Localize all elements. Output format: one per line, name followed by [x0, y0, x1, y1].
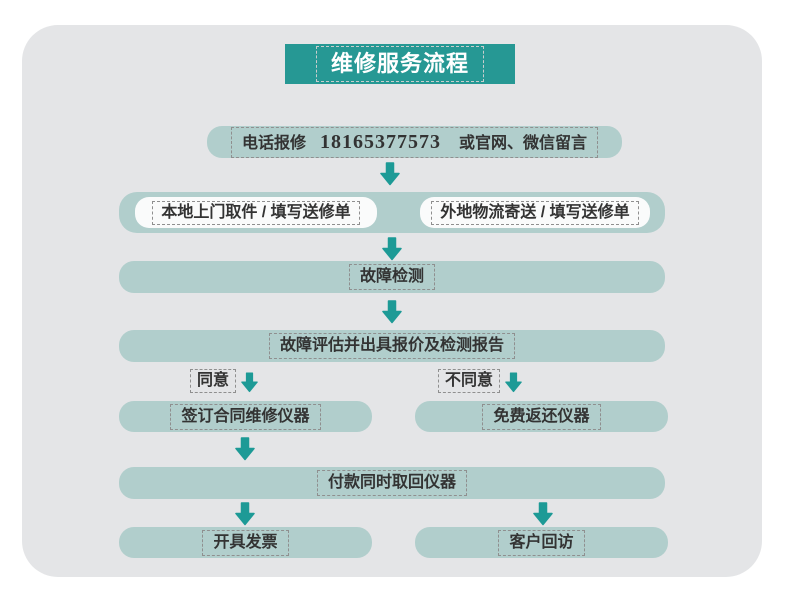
substep-remote-shipping-label: 外地物流寄送 / 填写送修单	[431, 200, 639, 225]
down-arrow-icon	[382, 300, 402, 324]
step-delivery: 本地上门取件 / 填写送修单 外地物流寄送 / 填写送修单	[119, 192, 665, 233]
substep-local-pickup-label: 本地上门取件 / 填写送修单	[152, 200, 360, 225]
step-payment-pickup-label: 付款同时取回仪器	[316, 470, 467, 496]
step-sign-contract-label: 签订合同维修仪器	[170, 403, 321, 430]
step-report-label: 电话报修 18165377573 或官网、微信留言	[230, 126, 599, 158]
down-arrow-icon	[241, 372, 258, 392]
step-fault-detection-label: 故障检测	[348, 264, 435, 290]
down-arrow-icon	[533, 502, 553, 526]
service-phone-number: 18165377573	[320, 130, 441, 153]
branch-agree: 同意	[190, 368, 258, 394]
branch-disagree: 不同意	[438, 368, 522, 394]
step-invoice-label: 开具发票	[202, 529, 289, 556]
down-arrow-icon	[380, 162, 400, 186]
step-customer-visit-label: 客户回访	[498, 529, 585, 556]
step-free-return: 免费返还仪器	[415, 401, 668, 432]
down-arrow-icon	[505, 372, 522, 392]
step-report: 电话报修 18165377573 或官网、微信留言	[207, 126, 622, 158]
down-arrow-icon	[235, 502, 255, 526]
branch-agree-label: 同意	[190, 369, 237, 393]
report-suffix-text: 或官网、微信留言	[459, 134, 588, 152]
report-prefix-text: 电话报修	[241, 134, 306, 152]
step-evaluation-quote-label: 故障评估并出具报价及检测报告	[268, 333, 515, 359]
down-arrow-icon	[235, 437, 255, 461]
step-sign-contract: 签订合同维修仪器	[119, 401, 372, 432]
flowchart-title: 维修服务流程	[315, 46, 484, 82]
step-fault-detection: 故障检测	[119, 261, 665, 293]
flowchart-panel: 维修服务流程 电话报修 18165377573 或官网、微信留言 本地上门取件 / …	[22, 25, 762, 577]
step-payment-pickup: 付款同时取回仪器	[119, 467, 665, 499]
step-free-return-label: 免费返还仪器	[482, 403, 601, 430]
branch-disagree-label: 不同意	[438, 369, 501, 393]
step-invoice: 开具发票	[119, 527, 372, 558]
flowchart-title-banner: 维修服务流程	[285, 44, 515, 84]
down-arrow-icon	[382, 237, 402, 261]
substep-remote-shipping: 外地物流寄送 / 填写送修单	[420, 197, 650, 228]
substep-local-pickup: 本地上门取件 / 填写送修单	[135, 197, 377, 228]
step-customer-visit: 客户回访	[415, 527, 668, 558]
step-evaluation-quote: 故障评估并出具报价及检测报告	[119, 330, 665, 362]
